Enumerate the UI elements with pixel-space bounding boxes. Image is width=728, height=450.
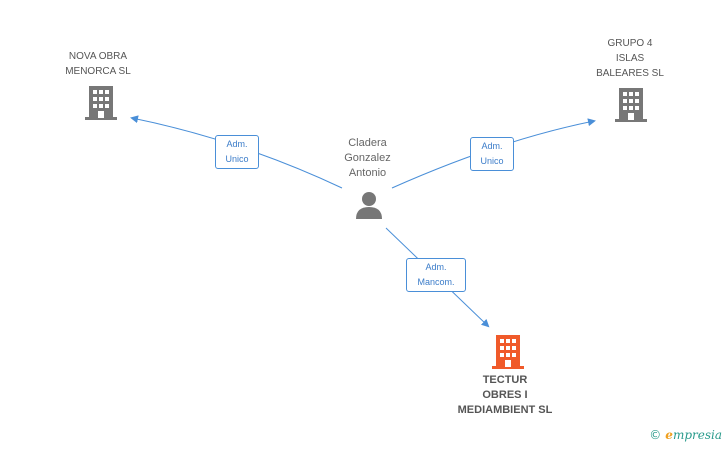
- person-icon[interactable]: [354, 191, 384, 219]
- node-label-tectur[interactable]: TECTUR OBRES I MEDIAMBIENT SL: [457, 374, 553, 416]
- copyright-icon: ©: [649, 428, 662, 442]
- node-label-person[interactable]: Cladera Gonzalez Antonio: [344, 137, 391, 179]
- node-label-grupo4[interactable]: GRUPO 4 ISLAS BALEARES SL: [596, 38, 664, 79]
- building-icon[interactable]: [615, 88, 647, 122]
- edge-label-to-tectur[interactable]: Adm. Mancom.: [406, 258, 466, 292]
- edge-label-to-grupo4[interactable]: Adm. Unico: [470, 137, 514, 171]
- empresia-logo: ©empresia: [649, 428, 722, 442]
- building-icon[interactable]: [85, 86, 117, 120]
- node-label-nova-obra[interactable]: NOVA OBRA MENORCA SL: [65, 51, 131, 77]
- edge-label-to-nova-obra[interactable]: Adm. Unico: [215, 135, 259, 169]
- building-icon[interactable]: [492, 335, 524, 369]
